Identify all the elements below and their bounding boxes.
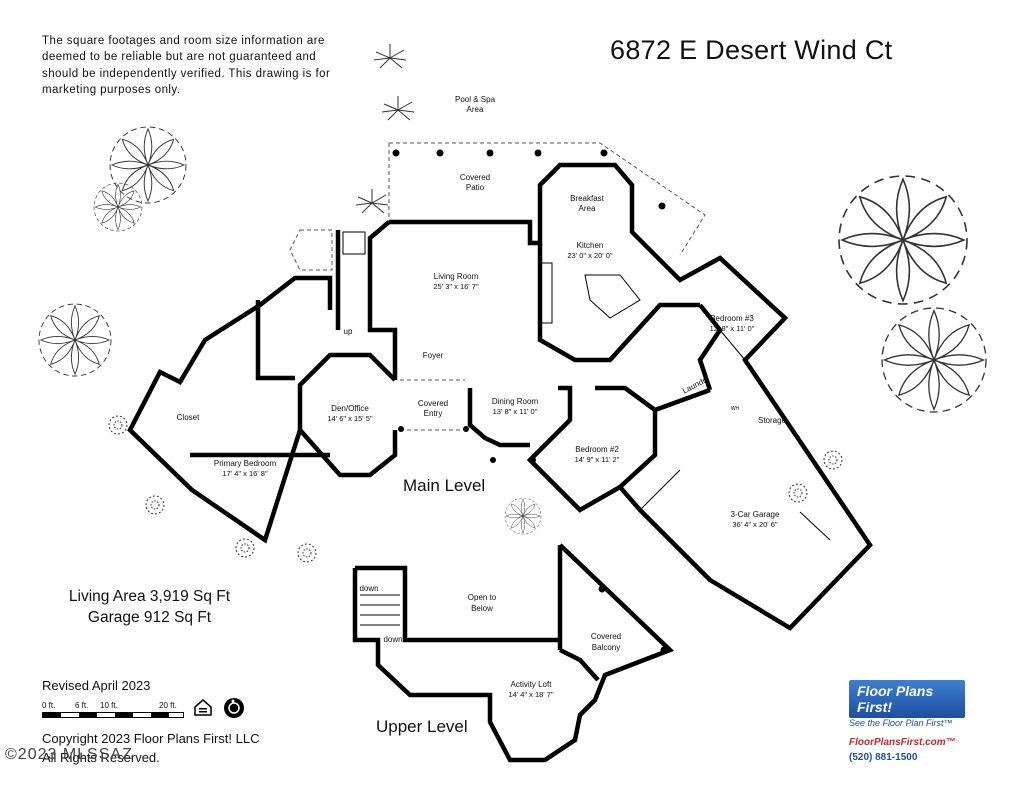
tree-icon: [93, 182, 143, 232]
patio-label-2: Patio: [466, 183, 485, 192]
den-label: Den/Office: [331, 404, 369, 413]
bedroom2-label: Bedroom #2: [575, 445, 619, 454]
breakfast-label-2: Area: [579, 204, 596, 213]
area-summary: Living Area 3,919 Sq Ft Garage 912 Sq Ft: [42, 586, 257, 628]
down-label: down: [359, 584, 378, 593]
den-dims: 14' 6" x 15' 5": [327, 414, 373, 423]
tree-icon: [109, 126, 187, 204]
water-heater-label: WH: [731, 406, 740, 412]
kitchen-label: Kitchen: [577, 241, 604, 250]
brand-url[interactable]: FloorPlansFirst.com™: [849, 737, 956, 748]
shrub-icon: [788, 483, 808, 503]
pool-label: Pool & Spa: [455, 95, 496, 104]
palm-icon: [381, 95, 415, 121]
scale-label: 6 ft.: [75, 701, 89, 710]
main-level-label: Main Level: [403, 476, 486, 495]
patio-label: Covered: [460, 173, 490, 182]
living-room-label: Living Room: [434, 272, 479, 281]
dining-label: Dining Room: [492, 397, 539, 406]
living-area: Living Area 3,919 Sq Ft: [68, 588, 231, 605]
garage-label: 3-Car Garage: [731, 510, 780, 519]
primary-bedroom-label: Primary Bedroom: [214, 459, 277, 468]
scale-bar: 0 ft. 6 ft. 10 ft. 20 ft.: [42, 701, 187, 719]
open-below-label-2: Below: [471, 604, 493, 613]
tree-icon: [504, 497, 542, 535]
brand-logo: Floor Plans First!: [849, 680, 965, 718]
revised-date: Revised April 2023: [42, 678, 151, 693]
logos: [194, 698, 244, 718]
watermark: ©2023 MLSSAZ: [5, 746, 133, 763]
balcony-label: Covered: [591, 632, 621, 641]
brand-block: Floor Plans First! See the Floor Plan Fi…: [849, 680, 979, 763]
bedroom3-dims: 12' 8" x 11' 0": [710, 324, 755, 333]
storage-label: Storage: [758, 416, 787, 425]
shrub-icon: [297, 543, 317, 563]
shrub-icon: [145, 495, 165, 515]
upper-level-label: Upper Level: [376, 717, 468, 736]
tree-icon: [838, 175, 968, 305]
entry-label: Covered: [418, 399, 448, 408]
closet-label: Closet: [177, 413, 200, 422]
property-title: 6872 E Desert Wind Ct: [610, 35, 893, 65]
balcony-label-2: Balcony: [592, 643, 620, 652]
down-label-2: down: [383, 635, 402, 644]
loft-label: Activity Loft: [511, 680, 553, 689]
up-label: up: [344, 327, 353, 336]
kitchen-dims: 23' 0" x 20' 0": [567, 251, 613, 260]
entry-label-2: Entry: [424, 409, 443, 418]
tree-icon: [38, 303, 112, 377]
rights: All Rights Reserved.: [42, 750, 160, 765]
brand-phone: (520) 881-1500: [849, 752, 918, 763]
shrub-icon: [235, 538, 255, 558]
disclaimer: The square footages and room size inform…: [42, 35, 331, 96]
loft-dims: 14' 4" x 18' 7": [508, 690, 554, 699]
equal-housing-icon: [194, 699, 212, 716]
open-below-label: Open to: [468, 593, 497, 602]
shrub-icon: [823, 450, 843, 470]
scale-label: 10 ft.: [100, 701, 118, 710]
breakfast-label: Breakfast: [570, 194, 605, 203]
palm-icon: [373, 43, 407, 69]
dining-dims: 13' 8" x 11' 0": [493, 407, 538, 416]
brand-tagline: See the Floor Plan First™: [849, 718, 953, 728]
scale-label: 20 ft.: [159, 701, 177, 710]
shrub-icon: [108, 415, 128, 435]
bedroom2-dims: 14' 9" x 11' 2": [575, 455, 620, 464]
garage-dims: 36' 4" x 20' 6": [732, 520, 778, 529]
tree-icon: [881, 307, 987, 413]
copyright: Copyright 2023 Floor Plans First! LLC: [42, 731, 260, 746]
room-labels: Pool & Spa Area Covered Patio Breakfast …: [177, 95, 787, 699]
palm-icon: [355, 188, 389, 214]
foyer-label: Foyer: [423, 351, 444, 360]
living-room-dims: 25' 3" x 16' 7": [433, 282, 479, 291]
garage-area: Garage 912 Sq Ft: [87, 609, 212, 626]
pool-label-2: Area: [467, 105, 484, 114]
primary-bedroom-dims: 17' 4" x 16' 8": [222, 469, 268, 478]
accessibility-icon: [224, 698, 244, 718]
scale-label: 0 ft.: [42, 701, 56, 710]
bedroom3-label: Bedroom #3: [710, 314, 754, 323]
